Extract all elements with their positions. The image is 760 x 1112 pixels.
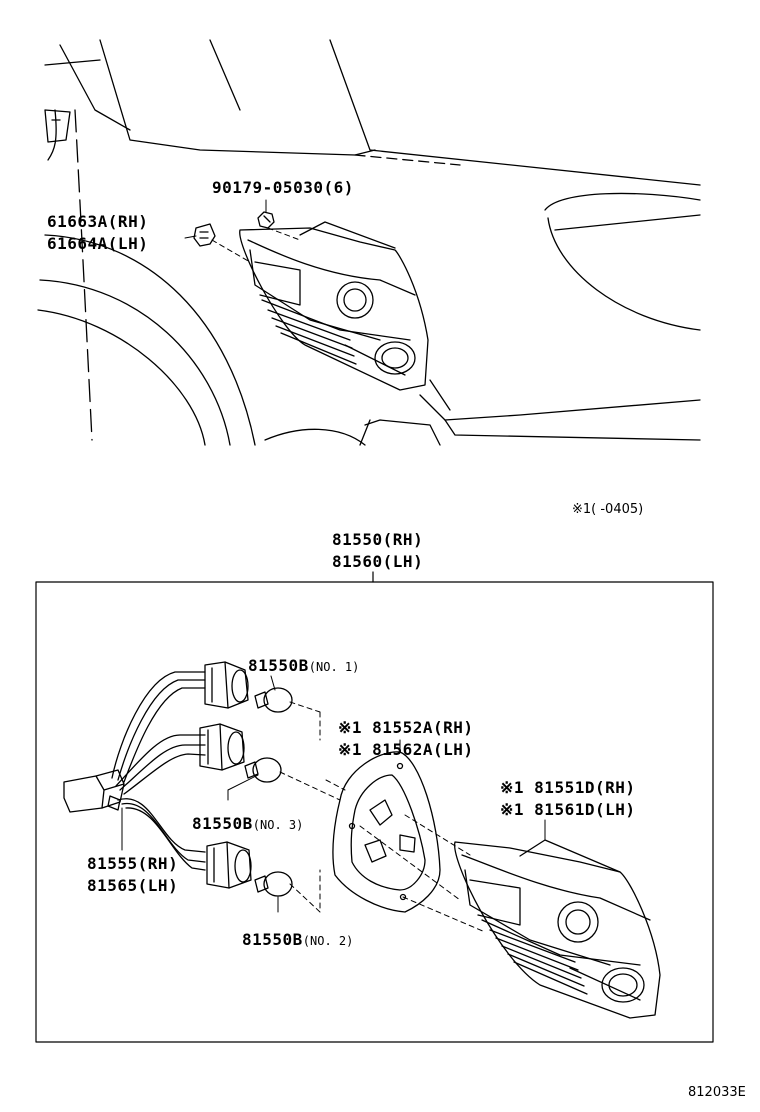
bulb-no2-icon (254, 871, 293, 897)
bulb-no3-code: 81550B (192, 814, 253, 833)
clip-icon (193, 223, 216, 247)
assy-rh-part-number: 81550(RH) (332, 530, 424, 549)
leader-lines-upper (184, 199, 301, 263)
bulb-no1-code: 81550B (248, 656, 309, 675)
socket-harness (63, 661, 252, 889)
nut-icon (257, 211, 275, 229)
leader-lines-lower (121, 675, 546, 933)
bulb-no3-label: 81550B(NO. 3) (192, 816, 303, 832)
bulb-no1-icon (254, 687, 293, 713)
figure-id: 812033E (688, 1085, 746, 1100)
gasket (332, 751, 441, 913)
bulb-no3-icon (244, 757, 282, 783)
bulb-no2-code: 81550B (242, 930, 303, 949)
assembly-frame (35, 571, 714, 1043)
tail-lamp-installed (239, 221, 429, 391)
clip-rh-part-number: 61663A(RH) (47, 212, 149, 231)
gasket-lh-part-number: ※1 81562A(LH) (338, 740, 474, 759)
bulb-no3-note: (NO. 3) (252, 818, 304, 832)
bulb-no1-note: (NO. 1) (308, 660, 360, 674)
lens-assembly (454, 839, 661, 1019)
socket-rh-part-number: 81555(RH) (87, 854, 179, 873)
vehicle-body-outline (37, 39, 701, 446)
bolt-part-number: 90179-05030(6) (212, 178, 354, 197)
bulb-no1-label: 81550B(NO. 1) (248, 658, 359, 674)
bulb-no2-note: (NO. 2) (302, 934, 354, 948)
lens-lh-part-number: ※1 81561D(LH) (500, 800, 636, 819)
socket-lh-part-number: 81565(LH) (87, 876, 179, 895)
lens-rh-part-number: ※1 81551D(RH) (500, 778, 636, 797)
note-footnote: ※1( -0405) (572, 502, 644, 517)
gasket-rh-part-number: ※1 81552A(RH) (338, 718, 474, 737)
assy-lh-part-number: 81560(LH) (332, 552, 424, 571)
bulb-no2-label: 81550B(NO. 2) (242, 932, 353, 948)
clip-lh-part-number: 61664A(LH) (47, 234, 149, 253)
